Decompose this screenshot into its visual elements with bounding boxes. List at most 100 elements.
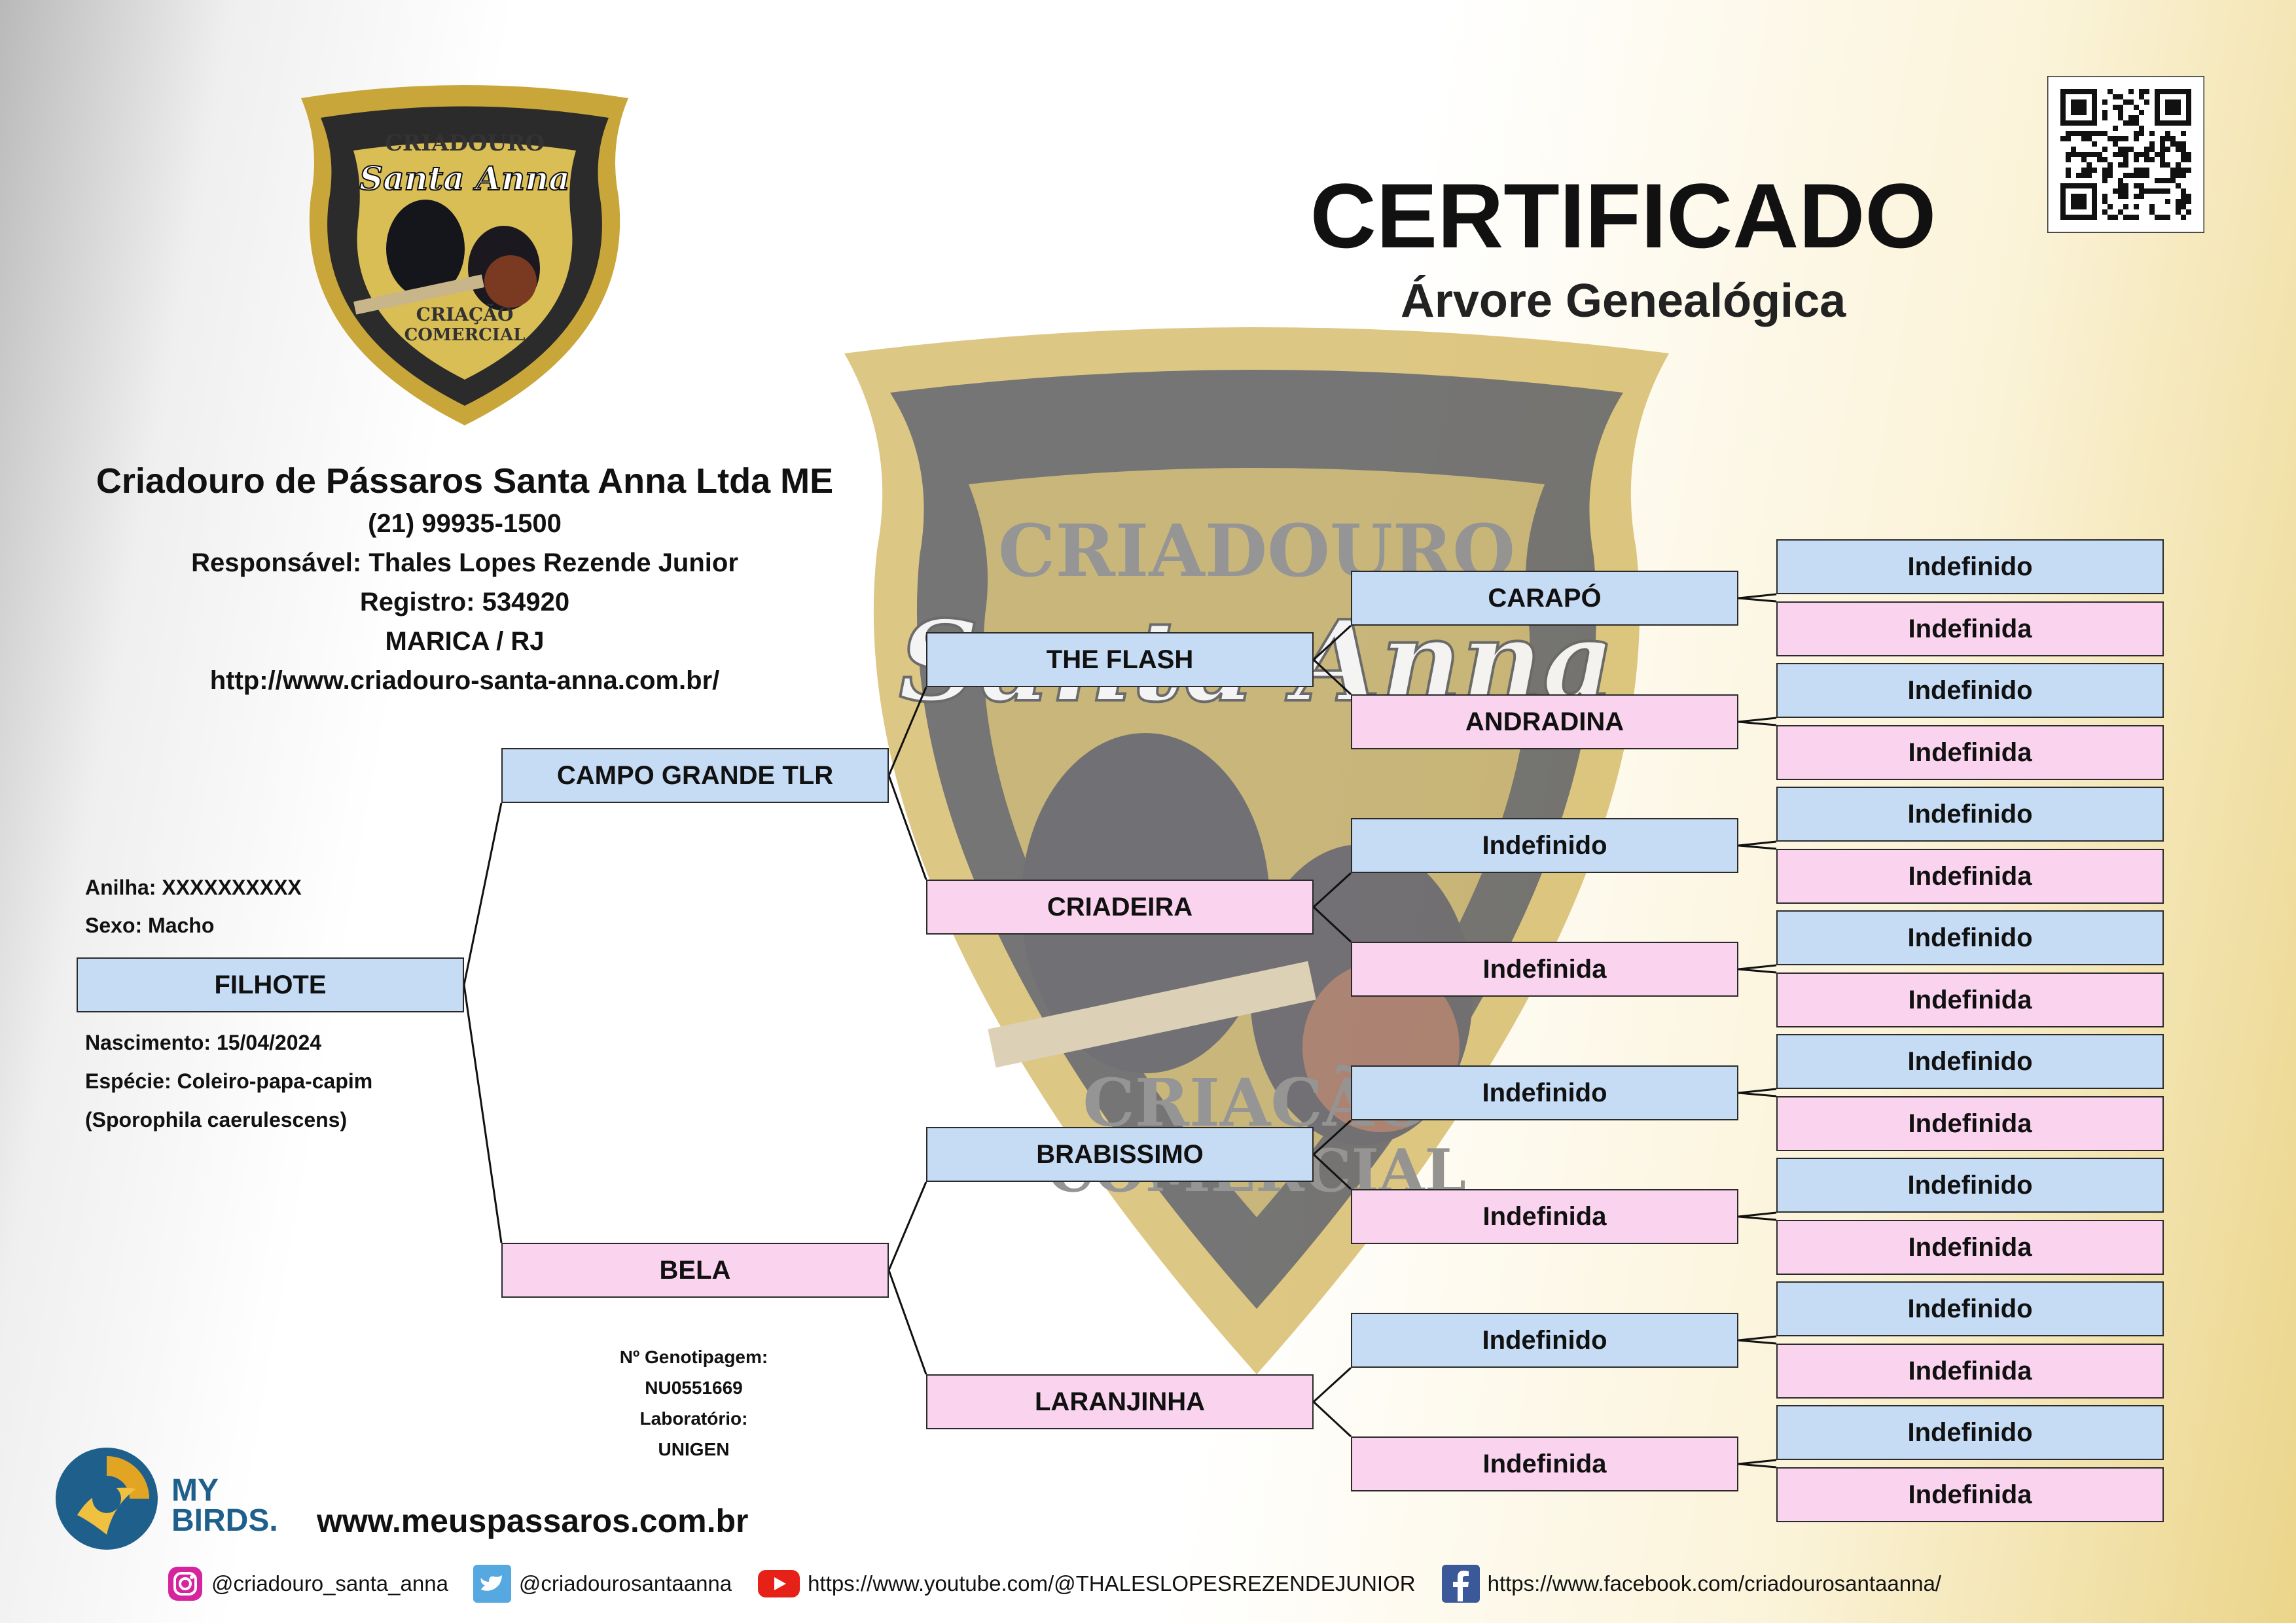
breeder-responsible: Responsável: Thales Lopes Rezende Junior [191, 548, 738, 577]
instagram-icon [168, 1567, 202, 1601]
tree-connector-line [1312, 872, 1352, 908]
box-gen2-2: BRABISSIMO [926, 1127, 1314, 1182]
tree-connector-line [1738, 717, 1777, 723]
tree-connector-line [1312, 1366, 1352, 1403]
genotype-info: Nº Genotipagem: NU0551669 Laboratório: U… [563, 1342, 825, 1465]
bird-species: Espécie: Coleiro-papa-capim [85, 1069, 373, 1093]
footer-site[interactable]: www.meuspassaros.com.br [317, 1503, 749, 1539]
tree-connector-line [1738, 840, 1777, 847]
tree-connector-line [1738, 844, 1777, 850]
box-gen4-6: Indefinido [1776, 910, 2164, 965]
certificate-subtitle: Árvore Genealógica [1400, 275, 1846, 327]
facebook-icon [1441, 1565, 1480, 1603]
tree-connector-line [1312, 624, 1352, 661]
genotype-label: Nº Genotipagem: [619, 1347, 768, 1367]
mybirds-brand-line1: MY [171, 1473, 219, 1508]
tree-connector-line [888, 775, 927, 880]
box-gen2-0: THE FLASH [926, 632, 1314, 687]
tree-connector-line [1738, 1335, 1777, 1342]
tree-connector-line [1738, 721, 1777, 726]
logo-text-line3: CRIAÇÃO [416, 304, 514, 325]
box-gen4-5: Indefinida [1776, 849, 2164, 904]
tree-connector-line [888, 1181, 927, 1271]
box-gen3-5: Indefinida [1351, 1189, 1738, 1244]
logo-text-line1: CRIADOURO [385, 130, 545, 156]
tree-connector-line [1312, 1153, 1352, 1190]
tree-connector-line [1738, 597, 1777, 603]
mybirds-brand: MY BIRDS. [171, 1473, 278, 1538]
bird-birth: Nascimento: 15/04/2024 [85, 1031, 322, 1054]
box-gen2-3: LARANJINHA [926, 1374, 1314, 1429]
tree-connector-line [1738, 1463, 1777, 1469]
tree-connector-line [463, 802, 503, 986]
box-gen4-10: Indefinido [1776, 1158, 2164, 1213]
tree-connector-line [1312, 1119, 1352, 1156]
box-gen4-2: Indefinido [1776, 663, 2164, 718]
box-gen4-13: Indefinida [1776, 1344, 2164, 1399]
breeder-info: Criadouro de Pássaros Santa Anna Ltda ME… [46, 458, 884, 700]
instagram-handle[interactable]: @criadouro_santa_anna [211, 1571, 448, 1596]
tree-connector-line [1738, 593, 1777, 599]
box-gen1-father: CAMPO GRANDE TLR [501, 748, 889, 803]
facebook-link[interactable]: https://www.facebook.com/criadourosantaa… [1487, 1571, 1941, 1596]
box-gen4-14: Indefinido [1776, 1405, 2164, 1460]
box-gen4-4: Indefinido [1776, 787, 2164, 842]
qr-code-icon [2047, 76, 2204, 233]
box-gen3-6: Indefinido [1351, 1313, 1738, 1368]
box-gen4-12: Indefinido [1776, 1281, 2164, 1336]
bird-scientific: (Sporophila caerulescens) [85, 1108, 348, 1132]
box-gen2-1: CRIADEIRA [926, 880, 1314, 935]
youtube-link[interactable]: https://www.youtube.com/@THALESLOPESREZE… [808, 1571, 1416, 1596]
tree-connector-line [1738, 1088, 1777, 1094]
certificate-title: CERTIFICADO [1310, 164, 1937, 267]
box-gen4-0: Indefinido [1776, 539, 2164, 594]
lab-label: Laboratório: [639, 1408, 748, 1429]
twitter-handle[interactable]: @criadourosantaanna [518, 1571, 732, 1596]
youtube-icon [758, 1570, 800, 1597]
box-gen3-0: CARAPÓ [1351, 571, 1738, 626]
box-gen4-15: Indefinida [1776, 1467, 2164, 1522]
tree-connector-line [888, 687, 927, 776]
breeder-name: Criadouro de Pássaros Santa Anna Ltda ME [96, 461, 834, 501]
tree-connector-line [1738, 1092, 1777, 1097]
tree-connector-line [463, 984, 503, 1243]
bird-ring: Anilha: XXXXXXXXXX [85, 876, 302, 899]
breeder-phone: (21) 99935-1500 [368, 509, 562, 538]
genotype-number: NU0551669 [645, 1378, 743, 1398]
box-filhote: FILHOTE [77, 957, 464, 1012]
box-gen3-3: Indefinida [1351, 942, 1738, 997]
tree-connector-line [1312, 1400, 1352, 1438]
tree-connector-line [1312, 906, 1352, 943]
tree-connector-line [888, 1270, 927, 1375]
breeder-city: MARICA / RJ [385, 627, 545, 656]
twitter-icon [473, 1565, 511, 1603]
box-gen1-mother: BELA [501, 1243, 889, 1298]
logo-text-line4: COMERCIAL [404, 325, 526, 345]
box-gen4-3: Indefinida [1776, 725, 2164, 780]
logo-shield: CRIADOURO Santa Anna CRIAÇÃO COMERCIAL [301, 85, 628, 425]
logo-text-line2: Santa Anna [359, 159, 570, 198]
tree-connector-line [1738, 1211, 1777, 1218]
social-row: @criadouro_santa_anna @criadourosantaann… [167, 1564, 1941, 1603]
tree-connector-line [1738, 964, 1777, 971]
breeder-registry: Registro: 534920 [359, 588, 570, 616]
box-gen4-7: Indefinida [1776, 972, 2164, 1027]
breeder-website[interactable]: http://www.criadouro-santa-anna.com.br/ [209, 666, 720, 695]
tree-connector-line [1738, 968, 1777, 974]
box-gen4-8: Indefinido [1776, 1034, 2164, 1089]
box-gen3-4: Indefinido [1351, 1065, 1738, 1120]
box-gen4-1: Indefinida [1776, 601, 2164, 656]
box-gen4-9: Indefinida [1776, 1096, 2164, 1151]
tree-connector-line [1738, 1459, 1777, 1465]
tree-connector-line [1738, 1215, 1777, 1221]
box-gen4-11: Indefinida [1776, 1220, 2164, 1275]
bird-sex: Sexo: Macho [85, 914, 215, 937]
box-gen3-2: Indefinido [1351, 818, 1738, 873]
tree-connector-line [1738, 1339, 1777, 1345]
box-gen3-7: Indefinida [1351, 1436, 1738, 1491]
lab-name: UNIGEN [658, 1439, 730, 1459]
mybirds-brand-line2: BIRDS. [171, 1503, 278, 1538]
box-gen3-1: ANDRADINA [1351, 694, 1738, 749]
tree-connector-line [1312, 658, 1352, 696]
